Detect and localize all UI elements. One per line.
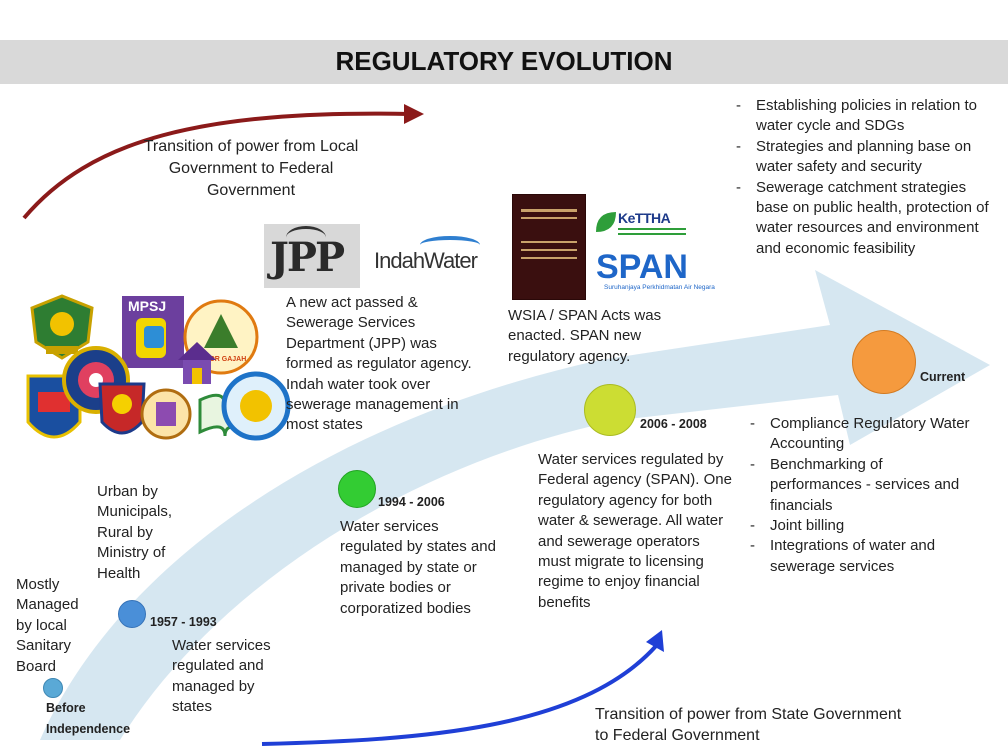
timeline-sweep-arrow [40, 270, 990, 740]
indah-water-logo-text: IndahWater [374, 248, 478, 273]
stage-label-1957-1993: 1957 - 1993 [150, 615, 217, 629]
alor-gajah-logo-text: ALOR GAJAH [200, 356, 247, 363]
policy-bullet-list: Establishing policies in relation to wat… [730, 96, 992, 259]
title-bar [0, 40, 1008, 84]
stage-marker-before-independence [43, 678, 63, 698]
current-bullet: Compliance Regulatory Water Accounting [744, 414, 976, 455]
crest-icon [98, 382, 146, 435]
policy-bullet: Sewerage catchment strategies base on pu… [730, 178, 992, 260]
stage-subnote-1994-2006: A new act passed & Sewerage Services Dep… [286, 294, 472, 434]
stage-subnote-2006-2008: WSIA / SPAN Acts was enacted. SPAN new r… [508, 307, 662, 365]
kettha-logo-text: KeTTHA [618, 210, 671, 226]
state-crest-4 [140, 384, 192, 444]
municipal-house-logo [174, 336, 220, 388]
policy-bullet: Establishing policies in relation to wat… [730, 96, 992, 137]
stage-subnote-1957-1993: Urban by Municipals, Rural by Ministry o… [97, 483, 173, 582]
blue-transition-arrow [261, 644, 658, 746]
stage-marker-1957-1993 [118, 600, 146, 628]
jpp-logo: JPP [264, 224, 360, 288]
span-logo: SPAN Suruhanjaya Perkhidmatan Air Negara [596, 248, 715, 294]
crest-icon [140, 388, 192, 440]
stage-description-before-independence: Mostly Managed by local Sanitary Board [16, 576, 79, 675]
mpsj-logo-mark-inner [144, 326, 164, 348]
seal-icon [221, 371, 291, 441]
red-arrow-head [404, 104, 424, 124]
policy-bullet: Strategies and planning base on water sa… [730, 137, 992, 178]
bottom-transition-text: Transition of power from State Governmen… [595, 706, 902, 744]
stage-label-1994-2006: 1994 - 2006 [378, 495, 445, 509]
stage-marker-current [852, 330, 916, 394]
crest-icon [30, 294, 94, 360]
kettha-logo: KeTTHA [594, 210, 694, 242]
indah-water-swoosh [420, 236, 480, 254]
stage-description-1957-1993: Water services regulated and managed by … [172, 637, 271, 716]
state-crest-3 [96, 378, 148, 446]
current-bullet-list: Compliance Regulatory Water Accounting B… [744, 414, 976, 577]
span-logo-text: SPAN [596, 248, 688, 286]
leaf-icon [596, 212, 616, 232]
indah-water-logo: IndahWater [374, 236, 492, 276]
current-bullet: Benchmarking of performances - services … [744, 455, 976, 516]
jpp-logo-arc [286, 226, 326, 249]
span-tagline: Suruhanjaya Perkhidmatan Air Negara [604, 284, 715, 291]
blue-municipal-seal [220, 370, 292, 442]
stage-label-before-independence: Before Independence [46, 701, 131, 736]
red-transition-arrow [22, 111, 411, 220]
stage-label-2006-2008: 2006 - 2008 [640, 417, 707, 431]
stage-label-current: Current [920, 370, 966, 384]
state-crest-1 [24, 292, 100, 364]
stage-description-1994-2006: Water services regulated by states and m… [340, 518, 496, 617]
wsia-act-book [512, 194, 586, 300]
current-bullet: Integrations of water and sewerage servi… [744, 536, 976, 577]
current-bullet: Joint billing [744, 516, 976, 537]
stage-description-2006-2008: Water services regulated by Federal agen… [538, 451, 732, 611]
top-transition-text: Transition of power from Local Governmen… [143, 138, 359, 199]
stage-marker-1994-2006 [338, 470, 376, 508]
mpsj-logo-text: MPSJ [128, 298, 167, 314]
page-title: REGULATORY EVOLUTION [335, 46, 673, 76]
stage-marker-2006-2008 [584, 384, 636, 436]
blue-arrow-head [646, 630, 664, 652]
house-icon [178, 342, 216, 384]
mpsj-logo: MPSJ [122, 296, 184, 368]
